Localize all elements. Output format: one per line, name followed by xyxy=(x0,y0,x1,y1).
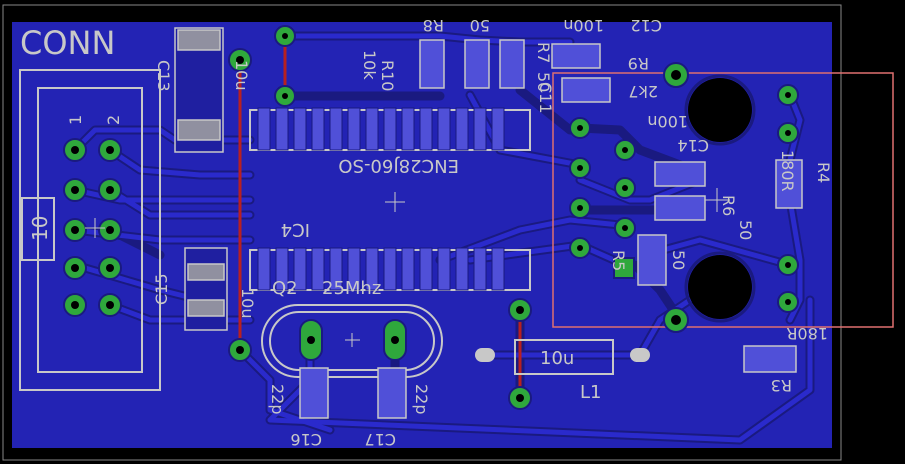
r9-label: R9 xyxy=(628,54,649,73)
l1-label: L1 xyxy=(580,382,601,403)
r3-label: R3 xyxy=(771,376,792,395)
crystal-pads xyxy=(299,319,650,362)
magjack-outline xyxy=(552,72,894,328)
c13-label: C13 xyxy=(154,60,173,92)
crystal-q2 xyxy=(261,304,443,378)
board-outline xyxy=(2,4,842,461)
r7-label: R7 xyxy=(534,42,553,63)
ic4-chip xyxy=(249,107,531,291)
r4-value: 180R xyxy=(778,150,797,192)
c14-value: 100n xyxy=(647,112,688,131)
r10-label: R10 xyxy=(378,60,397,91)
c13-value: 10u xyxy=(232,60,251,91)
c17-label: C17 xyxy=(364,430,396,449)
r8-value: 50 xyxy=(470,16,490,35)
r5-label: R5 xyxy=(609,250,628,271)
r5-value: 50 xyxy=(669,250,688,270)
pin2-label: 2 xyxy=(104,115,123,125)
r10-value: 10k xyxy=(360,50,379,80)
l1-value: 10u xyxy=(540,348,574,369)
r6-label: R6 xyxy=(719,195,738,216)
pad-holes xyxy=(71,33,791,402)
c15-label: C15 xyxy=(152,273,171,305)
conn-outline xyxy=(19,69,161,391)
r8-label: R8 xyxy=(423,16,444,35)
r9-value: 2k7 xyxy=(628,82,658,101)
inductor-l1 xyxy=(514,339,614,375)
pin1-label: 1 xyxy=(66,115,85,125)
pin10-label: 10 xyxy=(28,216,52,241)
silk-crosshairs xyxy=(85,188,730,347)
c16-value: 22p xyxy=(268,384,287,415)
conn-label: CONN xyxy=(20,24,115,62)
q2-label: Q2 xyxy=(272,278,298,299)
r7-value: 50 xyxy=(534,72,553,92)
smd-parts xyxy=(174,27,803,419)
c16-label: C16 xyxy=(290,430,322,449)
c14-label: C14 xyxy=(677,136,709,155)
c12-label: C12 xyxy=(630,16,662,35)
c17-value: 22p xyxy=(412,384,431,415)
r3-value: 180R xyxy=(786,324,828,343)
mount-holes xyxy=(684,74,756,323)
c12-value: 100n xyxy=(563,16,604,35)
c15-value: 10u xyxy=(238,288,257,319)
r4-label: R4 xyxy=(814,162,833,183)
q2-value: 25Mhz xyxy=(322,278,381,299)
ic4-label: IC4 xyxy=(281,219,310,240)
c11-label: C11 xyxy=(536,82,555,114)
r6-value: 50 xyxy=(736,220,755,240)
ic4-part-label: ENC28J60-SO xyxy=(338,155,459,176)
